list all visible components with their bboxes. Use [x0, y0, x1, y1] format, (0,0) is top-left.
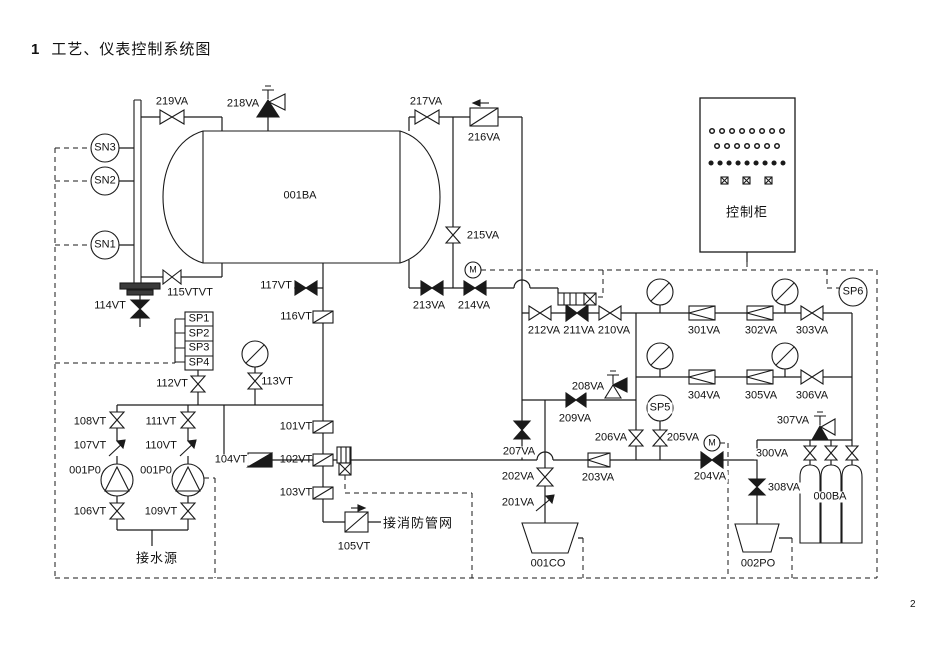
reducer-box-valves: [586, 305, 774, 468]
signal-dashed-lines: [54, 147, 878, 579]
solenoid-pilots: [336, 292, 597, 476]
level-gauge-column: [119, 99, 161, 296]
tank-001ba-shape: [162, 130, 441, 264]
gas-cylinders: [799, 464, 863, 544]
safety-valves: [255, 85, 836, 441]
funnels: [521, 522, 780, 554]
page-number: 2: [910, 599, 916, 610]
pressure-gauges: [241, 278, 799, 370]
check-valves: [108, 99, 555, 533]
motor-circles: [464, 261, 721, 452]
manual-valves-open: [108, 109, 860, 520]
control-cabinet: [699, 97, 796, 253]
setpoint-stack: [174, 311, 214, 371]
piping-lines: [116, 116, 853, 546]
water-pumps: [100, 463, 205, 497]
page-title: 1 工艺、仪表控制系统图: [31, 38, 211, 59]
section-number: 1: [31, 41, 40, 58]
section-title: 工艺、仪表控制系统图: [51, 41, 212, 58]
valves-filled: [129, 279, 767, 496]
